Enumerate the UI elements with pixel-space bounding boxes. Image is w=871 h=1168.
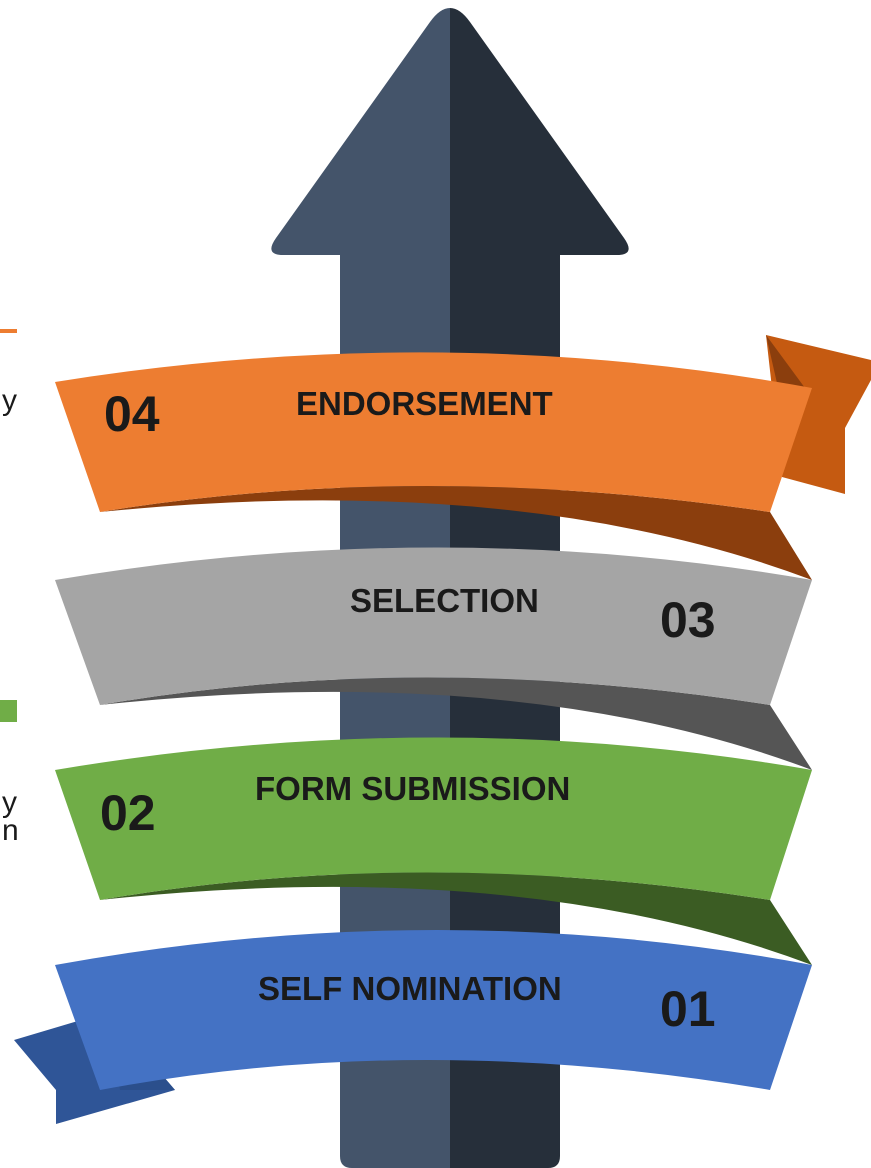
ribbon-body bbox=[55, 547, 812, 705]
cropped-text-glyph: y bbox=[2, 786, 17, 819]
step-04-ribbon: 04 ENDORSEMENT bbox=[55, 335, 871, 580]
step-02-ribbon: 02 FORM SUBMISSION bbox=[55, 737, 812, 965]
step-number: 02 bbox=[100, 785, 156, 841]
ribbon-body bbox=[55, 930, 812, 1090]
ribbon-shadow bbox=[100, 486, 812, 580]
left-edge-fragments: y y n bbox=[0, 329, 19, 847]
ribbon-body bbox=[55, 352, 812, 512]
orange-rule bbox=[0, 329, 17, 333]
step-title: SELF NOMINATION bbox=[258, 970, 562, 1007]
step-title: SELECTION bbox=[350, 582, 539, 619]
ribbon-shadow bbox=[100, 677, 812, 770]
green-rule bbox=[0, 700, 17, 722]
step-number: 01 bbox=[660, 981, 716, 1037]
ribbon-shadow bbox=[100, 872, 812, 965]
cropped-text-glyph: y bbox=[2, 384, 17, 417]
cropped-text-glyph: n bbox=[2, 814, 19, 847]
step-01-ribbon: SELF NOMINATION 01 bbox=[14, 930, 812, 1124]
step-title: FORM SUBMISSION bbox=[255, 770, 570, 807]
ribbon-body bbox=[55, 737, 812, 900]
step-03-ribbon: SELECTION 03 bbox=[55, 547, 812, 770]
step-number: 04 bbox=[104, 386, 160, 442]
step-title: ENDORSEMENT bbox=[296, 385, 553, 422]
step-number: 03 bbox=[660, 592, 716, 648]
